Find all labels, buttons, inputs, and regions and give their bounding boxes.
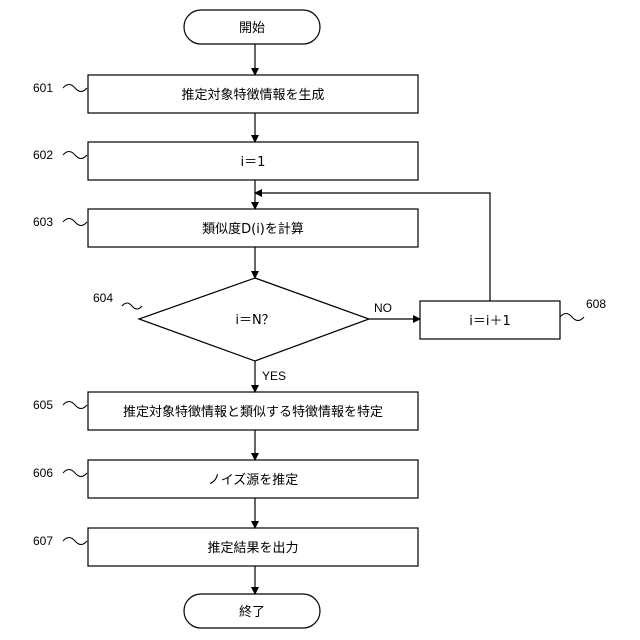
branch-no-label: NO: [374, 301, 392, 315]
step-606-ref: 606: [33, 466, 53, 480]
step-605-ref: 605: [33, 398, 53, 412]
decision-604-label: i＝N？: [235, 313, 274, 328]
step-607-ref: 607: [33, 534, 53, 548]
step-603-label: 類似度D(i)を計算: [202, 221, 304, 237]
step-605: 推定対象特徴情報と類似する特徴情報を特定 605: [33, 392, 418, 430]
step-605-label: 推定対象特徴情報と類似する特徴情報を特定: [123, 405, 383, 420]
start-terminator: 開始: [184, 10, 320, 44]
step-601-label: 推定対象特徴情報を生成: [181, 88, 324, 103]
step-608-ref: 608: [586, 297, 606, 311]
step-607: 推定結果を出力 607: [33, 528, 418, 566]
end-terminator: 終了: [184, 594, 320, 628]
step-607-label: 推定結果を出力: [207, 541, 298, 556]
step-608-label: i＝i＋1: [469, 314, 511, 329]
step-602-label: i＝1: [241, 155, 266, 170]
step-606: ノイズ源を推定 606: [33, 460, 418, 498]
step-601: 推定対象特徴情報を生成 601: [33, 75, 418, 113]
decision-604: i＝N？ 604: [93, 278, 369, 361]
step-602: i＝1 602: [33, 142, 418, 180]
step-603-ref: 603: [33, 215, 53, 229]
end-label: 終了: [239, 604, 265, 620]
step-606-label: ノイズ源を推定: [208, 472, 299, 488]
step-608: i＝i＋1 608: [420, 297, 606, 339]
step-601-ref: 601: [33, 81, 53, 95]
branch-yes-label: YES: [262, 369, 286, 383]
decision-604-ref: 604: [93, 291, 113, 305]
step-602-ref: 602: [33, 148, 53, 162]
start-label: 開始: [239, 21, 265, 36]
step-603: 類似度D(i)を計算 603: [33, 209, 418, 247]
